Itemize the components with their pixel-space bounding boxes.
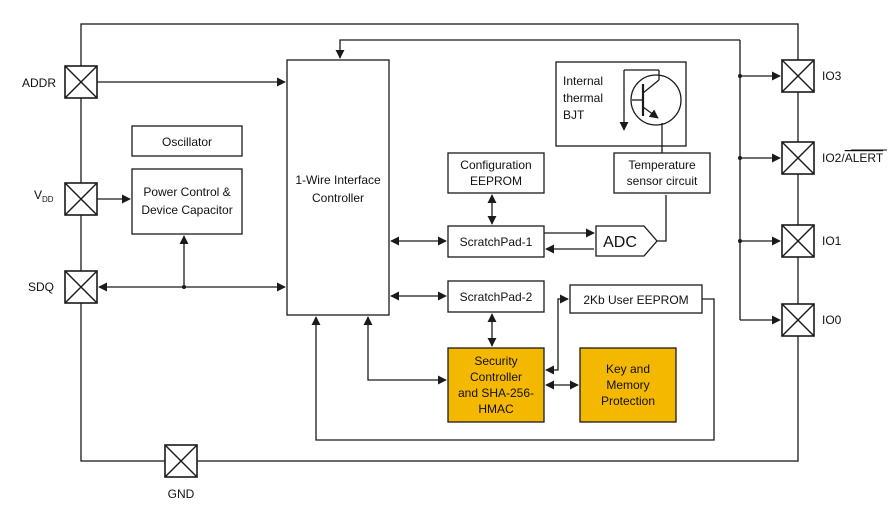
- user-eeprom-label: 2Kb User EEPROM: [583, 293, 688, 307]
- bjt-transistor-icon: [619, 69, 682, 131]
- scratchpad1-label: ScratchPad-1: [460, 235, 533, 249]
- config-eeprom-label-1: Configuration: [460, 158, 531, 172]
- security-eeprom-arrow: [545, 294, 569, 375]
- pin-io0-label: IO0: [822, 313, 842, 327]
- pin-addr: ADDR: [22, 65, 98, 99]
- config-eeprom-label-2: EEPROM: [470, 174, 522, 188]
- bjt-label-1: Internal: [563, 74, 603, 88]
- pin-vdd: VDD: [34, 182, 98, 216]
- power-control-label-1: Power Control &: [143, 185, 230, 199]
- pin-io2: IO2/ALERT: [781, 141, 887, 175]
- security-label-3: and SHA-256-: [458, 386, 534, 400]
- interface-controller-label-2: Controller: [312, 191, 364, 205]
- power-control-label-2: Device Capacitor: [141, 203, 232, 217]
- key-memory-label-3: Protection: [601, 394, 655, 408]
- pin-io3: IO3: [781, 59, 842, 93]
- pin-io2-label: IO2/ALERT: [822, 151, 884, 165]
- temp-sensor-block: Temperature sensor circuit: [613, 152, 711, 194]
- oscillator-label: Oscillator: [162, 135, 212, 149]
- pin-sdq-label: SDQ: [28, 280, 54, 294]
- scratchpad2-block: ScratchPad-2: [447, 280, 545, 313]
- io-bus-top: [335, 39, 740, 59]
- internal-bjt-block: Internal thermal BJT: [555, 61, 687, 147]
- scratchpad2-label: ScratchPad-2: [460, 290, 533, 304]
- adc-label: ADC: [603, 234, 637, 251]
- oscillator-block: Oscillator: [131, 125, 243, 157]
- bjt-label-3: BJT: [563, 108, 585, 122]
- pin-io1-label: IO1: [822, 234, 842, 248]
- security-controller-block: Security Controller and SHA-256- HMAC: [447, 347, 545, 423]
- security-label-1: Security: [474, 354, 517, 368]
- ctrl-security-arrow: [363, 316, 447, 385]
- pin-gnd: GND: [164, 444, 198, 501]
- device-boundary: [80, 23, 799, 462]
- scratchpad1-block: ScratchPad-1: [447, 225, 545, 258]
- user-eeprom-block: 2Kb User EEPROM: [569, 284, 703, 314]
- adc-block: ADC: [595, 225, 658, 257]
- pin-io1: IO1: [781, 224, 842, 258]
- power-control-block: Power Control & Device Capacitor: [131, 168, 243, 235]
- eeprom-ctrl-loop: [311, 298, 715, 441]
- config-eeprom-block: Configuration EEPROM: [447, 152, 545, 194]
- interface-controller-label-1: 1-Wire Interface: [295, 173, 381, 187]
- pin-addr-label: ADDR: [22, 76, 56, 90]
- pin-sdq: SDQ: [28, 270, 98, 304]
- key-memory-label-2: Memory: [606, 378, 649, 392]
- temp-sensor-label-1: Temperature: [628, 158, 696, 172]
- key-memory-label-1: Key and: [606, 362, 650, 376]
- temp-sensor-label-2: sensor circuit: [627, 174, 698, 188]
- connections: [97, 39, 781, 441]
- security-label-4: HMAC: [478, 402, 514, 416]
- key-memory-block: Key and Memory Protection: [579, 347, 677, 423]
- interface-controller-block: 1-Wire Interface Controller: [286, 59, 390, 316]
- pin-io0: IO0: [781, 303, 842, 337]
- bjt-label-2: thermal: [563, 91, 603, 105]
- security-label-2: Controller: [470, 370, 522, 384]
- pin-gnd-label: GND: [168, 487, 195, 501]
- adc-temp-line: [657, 195, 667, 242]
- pin-io3-label: IO3: [822, 69, 842, 83]
- pin-vdd-label: VDD: [34, 188, 54, 204]
